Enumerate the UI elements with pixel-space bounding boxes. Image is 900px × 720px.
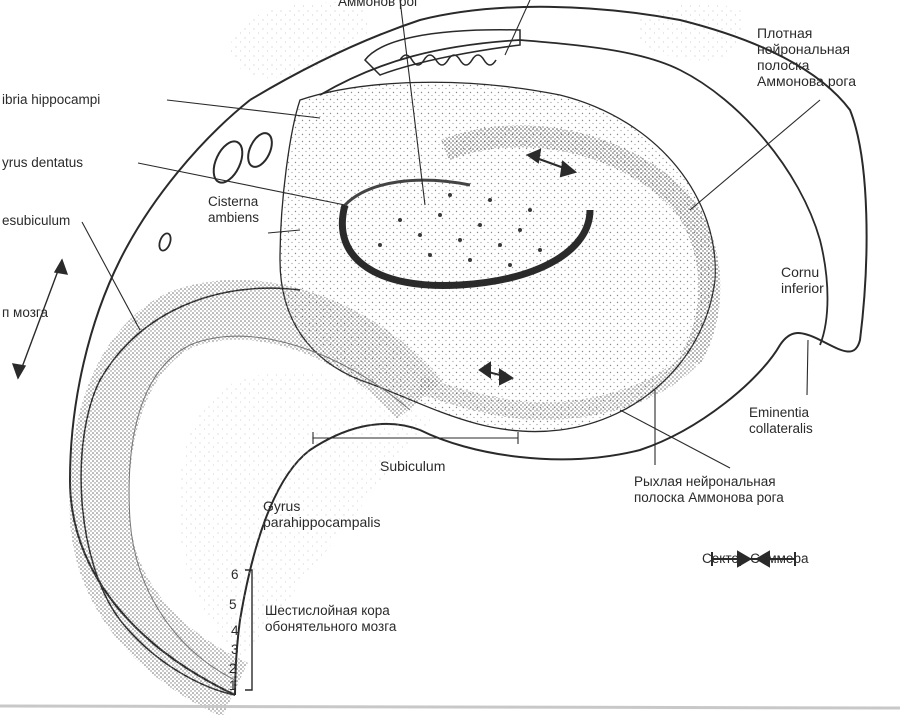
top-left-blob bbox=[231, 2, 370, 78]
label-sommer: Сектор Соммера bbox=[702, 551, 808, 567]
vessel-2 bbox=[243, 129, 276, 170]
top-right-blob bbox=[640, 4, 743, 60]
label-gyrus-para: Gyrus parahippocampalis bbox=[263, 498, 381, 530]
label-cornu: Cornu inferior bbox=[781, 264, 824, 296]
label-eminentia: Eminentia collateralis bbox=[749, 405, 813, 437]
label-loose-band: Рыхлая нейрональная полоска Аммонова рог… bbox=[634, 474, 784, 506]
layer-4: 4 bbox=[231, 623, 239, 639]
label-ammon-top: Аммонов рог bbox=[338, 0, 419, 10]
label-dense-band: Плотная нейрональная полоска Аммонова ро… bbox=[757, 25, 856, 89]
layer-1: 1 bbox=[229, 678, 237, 694]
label-cisterna: Cisterna ambiens bbox=[208, 194, 259, 226]
label-presubiculum: esubiculum bbox=[2, 213, 70, 229]
layer-3: 3 bbox=[231, 642, 239, 658]
label-gyrus-dentatus: yrus dentatus bbox=[2, 155, 83, 171]
layer-2: 2 bbox=[229, 661, 237, 677]
label-fimbria: ibria hippocampi bbox=[2, 92, 100, 108]
vessel-1 bbox=[208, 137, 248, 187]
layer-6: 6 bbox=[231, 567, 239, 583]
vessel-3 bbox=[157, 232, 173, 252]
label-subiculum: Subiculum bbox=[380, 458, 445, 474]
layer-5: 5 bbox=[229, 597, 237, 613]
label-six-layer: Шестислойная кора обонятельного мозга bbox=[265, 603, 396, 635]
choroid-outline bbox=[365, 30, 520, 75]
bottom-edge bbox=[0, 706, 900, 708]
label-brain-part: п мозга bbox=[2, 305, 48, 321]
